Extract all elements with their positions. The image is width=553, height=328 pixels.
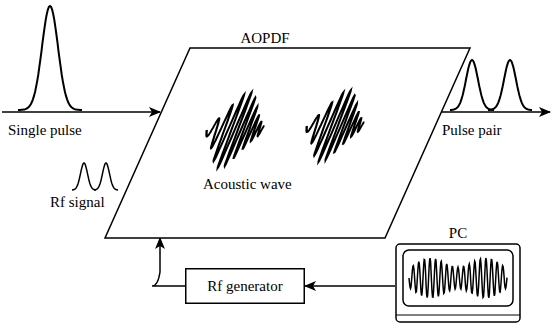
- screen-waveform: [409, 258, 507, 298]
- beam-label: Pulse pair: [442, 122, 502, 139]
- node-title: AOPDF: [240, 30, 289, 47]
- connector-arrow: [152, 238, 185, 286]
- aopdf-crystal: AOPDFAcoustic wave: [105, 48, 470, 238]
- input-beam: [2, 111, 160, 113]
- pc-monitor: PC: [395, 243, 521, 323]
- acoustic-wave: [292, 90, 377, 161]
- rf-pulse: [94, 163, 118, 190]
- output-pulse: [488, 60, 532, 110]
- node-title: Rf generator: [207, 278, 282, 295]
- process-box: Rf generator: [185, 268, 305, 304]
- node-text: Acoustic wave: [203, 176, 292, 193]
- beam-label: Single pulse: [8, 122, 82, 139]
- rf-pulse: [72, 163, 96, 190]
- signal-label: Rf signal: [50, 194, 105, 211]
- node-title: PC: [449, 225, 467, 242]
- output-beam: [442, 111, 550, 113]
- connector-arrow: [305, 285, 395, 287]
- node-outline: [395, 243, 521, 323]
- node-outline: [105, 48, 470, 238]
- single-pulse: [18, 6, 82, 110]
- acoustic-wave: [191, 92, 277, 167]
